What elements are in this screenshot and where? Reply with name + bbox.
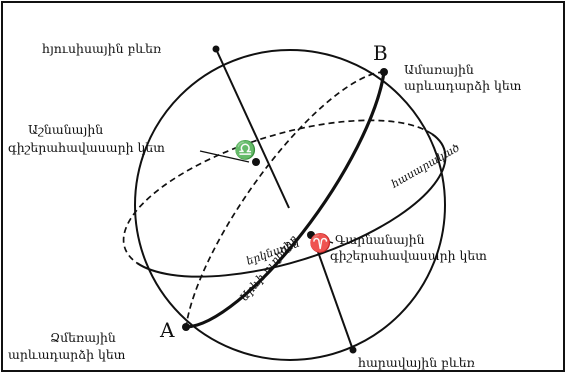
north-pole-label: հյուսիսային բևեռ	[42, 41, 161, 56]
autumn-equinox-label-line2: գիշերահավասարի կետ	[8, 140, 165, 155]
south-pole-label: հարավային բևեռ	[358, 355, 475, 370]
libra-icon: ♎	[234, 140, 256, 161]
summer-solstice-label-line2: արևադարձի կետ	[404, 78, 521, 93]
winter-solstice-label-line1: Ձմեռային	[50, 330, 116, 345]
polar-axis-south	[317, 249, 353, 350]
summer-solstice-label-line1: Ամառային	[404, 62, 474, 77]
ecliptic-curve-label-bottom: Արևի ուղեծիր	[237, 233, 300, 304]
celestial-sphere	[135, 50, 445, 360]
winter-solstice-dot	[182, 323, 190, 331]
polar-axis-north	[216, 49, 289, 208]
south-pole-dot	[350, 347, 357, 354]
spring-equinox-label-line2: գիշերահավասարի կետ	[330, 248, 487, 263]
aries-icon: ♈	[309, 233, 331, 254]
winter-solstice-point-letter: A	[160, 318, 174, 342]
north-pole-dot	[213, 46, 220, 53]
summer-solstice-dot	[380, 68, 388, 76]
summer-solstice-point-letter: B	[373, 41, 388, 65]
equator-curve-label: հասարակած	[388, 141, 462, 191]
winter-solstice-label-line2: արևադարձի կետ	[8, 347, 125, 362]
autumn-equinox-label-line1: Աշնանային	[28, 122, 103, 137]
spring-equinox-label-line1: Գարնանային	[335, 232, 425, 247]
